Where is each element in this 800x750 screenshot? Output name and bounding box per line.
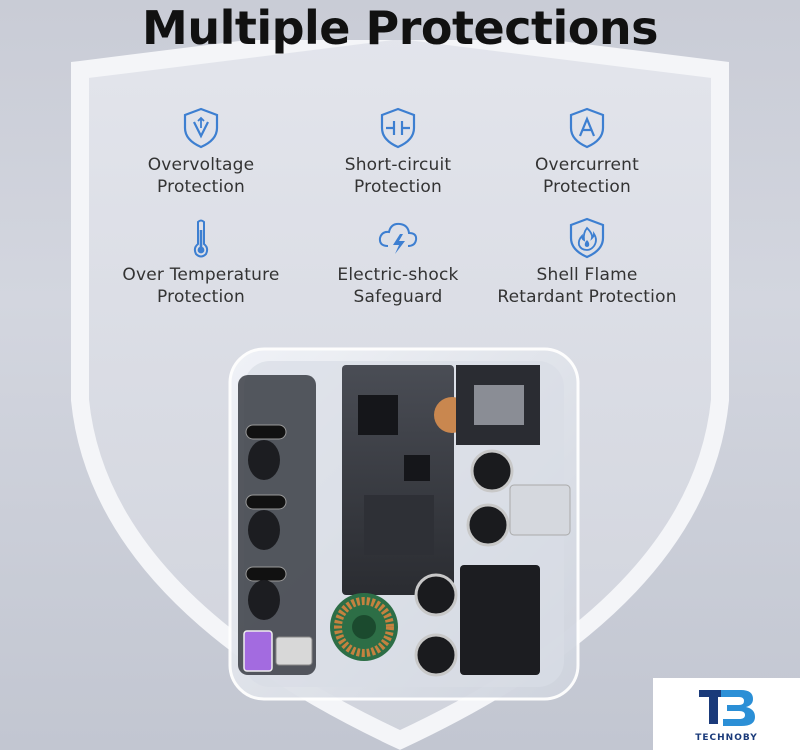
cloud-lightning-icon (378, 222, 418, 254)
feature-label: Short-circuit Protection (344, 155, 452, 197)
watermark-text: TECHNOBY (695, 733, 758, 743)
feature-electric-shock: Electric-shock Safeguard (298, 216, 498, 308)
feature-label: Overcurrent Protection (534, 155, 640, 197)
feature-overvoltage: Overvoltage Protection (101, 106, 301, 198)
tb-monogram-icon (699, 690, 755, 726)
feature-label: Electric-shock Safeguard (337, 265, 459, 307)
watermark-logo: TECHNOBY (653, 678, 800, 750)
shield-overcurrent-icon (569, 107, 605, 149)
feature-shell-flame: Shell Flame Retardant Protection (487, 216, 687, 308)
feature-short-circuit: Short-circuit Protection (298, 106, 498, 198)
shield-overvoltage-icon (183, 107, 219, 149)
feature-overcurrent: Overcurrent Protection (487, 106, 687, 198)
feature-label: Overvoltage Protection (147, 155, 255, 197)
feature-label: Shell Flame Retardant Protection (497, 265, 677, 307)
charger-image (228, 347, 580, 701)
shield-flame-icon (569, 217, 605, 259)
feature-over-temperature: Over Temperature Protection (101, 216, 301, 308)
thermometer-icon (193, 219, 209, 258)
feature-label: Over Temperature Protection (122, 265, 280, 307)
page-title: Multiple Protections (142, 1, 658, 55)
shield-short-circuit-icon (380, 107, 416, 149)
